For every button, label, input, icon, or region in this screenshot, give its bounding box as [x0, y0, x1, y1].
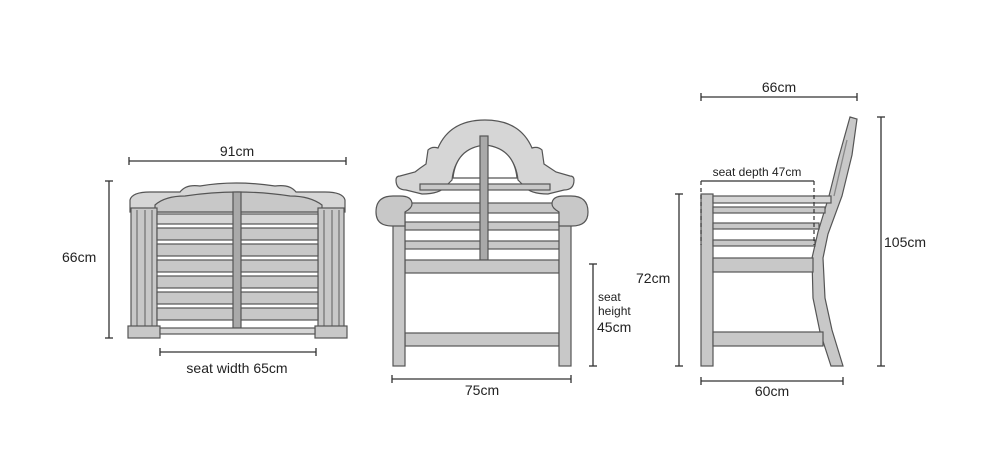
top-view-left-foot — [127, 325, 161, 339]
side-view-slat — [712, 222, 820, 230]
top-view-center-spine — [232, 191, 242, 329]
front-seat-height-value: 45cm — [597, 319, 631, 335]
side-total-height-label: 105cm — [884, 234, 926, 250]
top-seat-width-label: seat width 65cm — [186, 360, 287, 376]
side-view-front-leg — [700, 193, 714, 367]
side-view-arm-rest — [712, 195, 832, 204]
front-view-right-arm-scroll — [551, 195, 589, 227]
front-view-seat-rail — [404, 259, 560, 274]
side-view-slat — [712, 239, 816, 247]
front-width-label: 75cm — [465, 382, 499, 398]
front-view-right-leg — [558, 211, 572, 367]
front-view: 75cm seat height 45cm — [375, 119, 631, 398]
top-view-right-arm — [317, 207, 345, 329]
front-seat-height-label-line2: height — [598, 304, 631, 318]
top-width-label: 91cm — [220, 143, 254, 159]
side-arm-height-label: 72cm — [636, 270, 670, 286]
side-view-seat-rail — [712, 257, 814, 273]
side-base-depth-label: 60cm — [755, 383, 789, 399]
front-view-left-arm-scroll — [375, 195, 413, 227]
top-view-right-foot — [314, 325, 348, 339]
top-view-front-rail — [159, 327, 316, 335]
side-seat-depth-label: seat depth 47cm — [713, 165, 802, 179]
side-view-slat — [712, 206, 826, 214]
side-view-backrest-leg — [811, 116, 858, 367]
side-view-lower-rail — [712, 331, 824, 347]
front-view-center-post — [479, 135, 489, 261]
front-view-left-leg — [392, 211, 406, 367]
side-top-depth-label: 66cm — [762, 79, 796, 95]
top-view: 91cm 66cm seat width 65cm — [62, 143, 348, 376]
top-view-left-arm — [130, 207, 158, 329]
front-seat-height-label-line1: seat — [598, 290, 621, 304]
top-depth-label: 66cm — [62, 249, 96, 265]
front-view-lower-rail — [404, 332, 560, 347]
side-view: 66cm seat depth 47cm 72cm 105cm 60cm — [636, 79, 926, 399]
